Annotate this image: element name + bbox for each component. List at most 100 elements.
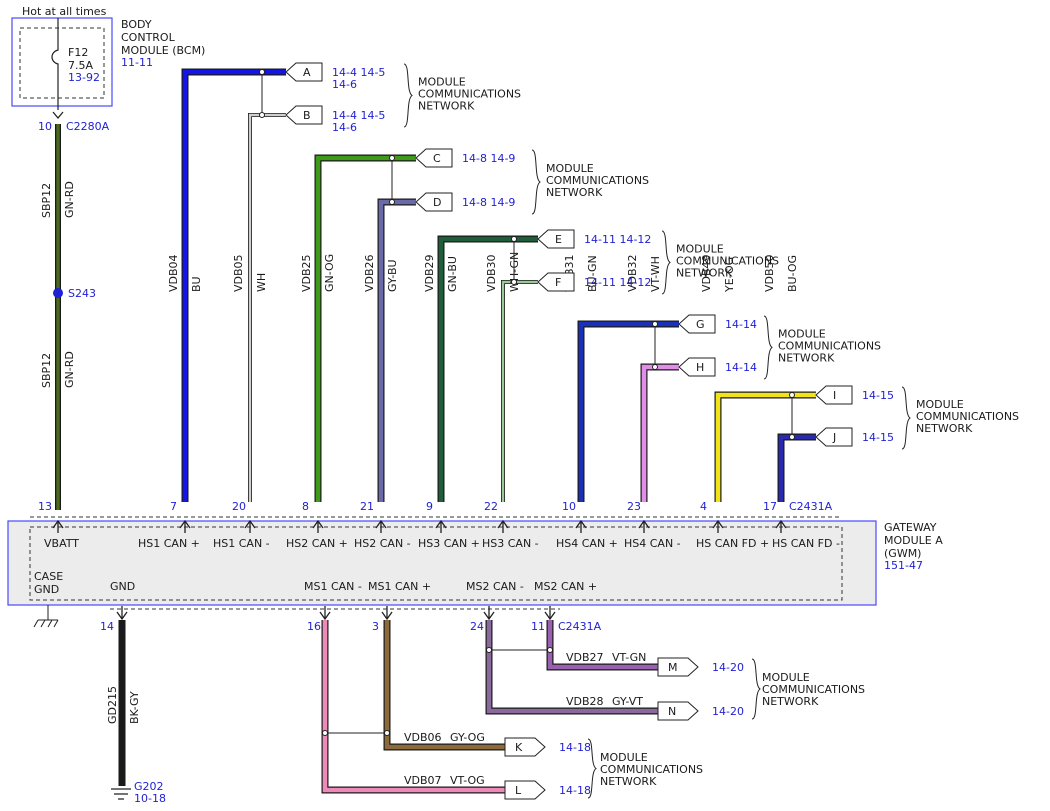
bottom-pin-label: MS2 CAN + [534, 580, 597, 593]
flag-ref[interactable]: 14-8 14-9 [462, 196, 515, 209]
flag-ref[interactable]: 14-14 [725, 361, 757, 374]
flag-c[interactable]: C [415, 148, 453, 168]
fuse-ref[interactable]: 13-92 [68, 71, 100, 84]
top-pin-number: 10 [562, 500, 576, 513]
network-label-top-3-line: NETWORK [778, 352, 835, 365]
wire-color-label: BU-GN [586, 255, 599, 292]
top-pin-arrow [375, 519, 387, 533]
gwm-frame [7, 520, 877, 606]
gwm-bottom-connector[interactable]: C2431A [558, 620, 602, 633]
bottom-pin-arrow [483, 606, 495, 621]
wire-vdb27 [547, 620, 658, 670]
gwm-title-1: GATEWAY [884, 521, 937, 534]
wire-color-label: GN-OG [323, 254, 336, 292]
twist-top-1-end [389, 155, 395, 161]
flag-ref[interactable]: 14-8 14-9 [462, 152, 515, 165]
wire-color-label: VT-WH [649, 256, 662, 292]
flag-ref[interactable]: 14-6 [332, 121, 357, 134]
flag-m[interactable]: M [657, 657, 699, 677]
flag-ref[interactable]: 14-20 [712, 705, 744, 718]
flag-ref[interactable]: 14-15 [862, 389, 894, 402]
gwm-top-connector[interactable]: C2431A [789, 500, 833, 513]
splice-name[interactable]: S243 [68, 287, 96, 300]
top-pin-label: HS3 CAN + [418, 537, 480, 550]
flag-h[interactable]: H [678, 357, 716, 377]
gateway-module: GATEWAY MODULE A (GWM) 151-47 C2431A C24… [7, 500, 943, 633]
flag-ref[interactable]: 14-6 [332, 78, 357, 91]
bcm-ref[interactable]: 11-11 [121, 56, 153, 69]
flag-e[interactable]: E [537, 229, 575, 249]
flag-g[interactable]: G [678, 314, 716, 334]
wire-color-label: VT-OG [450, 774, 485, 787]
flag-l[interactable]: L [504, 780, 546, 800]
flag-ref[interactable]: 14-18 [559, 784, 591, 797]
flag-f[interactable]: F [537, 272, 575, 292]
network-label-ms2-line: MODULE [762, 671, 810, 684]
network-label-top-3-line: MODULE [778, 328, 826, 341]
fuse-name: F12 [68, 46, 88, 59]
network-labels: MODULECOMMUNICATIONSNETWORKMODULECOMMUNI… [403, 63, 1019, 799]
flag-ref[interactable]: 14-11 14-12 [584, 233, 651, 246]
flag-i[interactable]: I [815, 385, 853, 405]
wire-circuit-label: VDB07 [404, 774, 442, 787]
top-pin-label: HS2 CAN + [286, 537, 348, 550]
brace-top-2 [661, 230, 671, 295]
wire-color-label: GN-BU [446, 256, 459, 292]
flag-a-letter: A [303, 66, 311, 79]
network-label-top-0-line: COMMUNICATIONS [418, 88, 521, 101]
wire-circuit-label: VDB25 [300, 254, 313, 292]
bcm-title-3: MODULE (BCM) [121, 44, 205, 57]
network-label-top-4-line: COMMUNICATIONS [916, 410, 1019, 423]
bottom-pin-number: 24 [470, 620, 484, 633]
flag-n[interactable]: N [657, 701, 699, 721]
wire-vdb32-outline [640, 363, 679, 502]
flag-d[interactable]: D [415, 192, 453, 212]
ground-name[interactable]: G202 [134, 780, 164, 793]
top-pin-label: HS3 CAN - [482, 537, 539, 550]
flag-l-letter: L [515, 784, 522, 797]
ground-ref[interactable]: 10-18 [134, 792, 166, 805]
top-pin-label: VBATT [44, 537, 79, 550]
fuse-f12-symbol [51, 18, 59, 110]
flag-g-letter: G [696, 318, 705, 331]
twist-top-0-end [259, 112, 265, 118]
top-pin-label: HS1 CAN - [213, 537, 270, 550]
flag-ref[interactable]: 14-4 14-5 [332, 109, 385, 122]
flag-j[interactable]: J [815, 427, 853, 447]
flag-a[interactable]: A [285, 62, 323, 82]
brace-ms1 [587, 738, 597, 799]
bottom-pin-number: 16 [307, 620, 321, 633]
top-pin-label: HS1 CAN + [138, 537, 200, 550]
flag-ref[interactable]: 14-18 [559, 741, 591, 754]
wire-circuit-label: VDB30 [485, 254, 498, 292]
flag-ref[interactable]: 14-15 [862, 431, 894, 444]
wire-vdb06 [384, 620, 505, 750]
network-label-ms1-line: NETWORK [600, 775, 657, 788]
twist-ms1-end [384, 730, 390, 736]
flag-ref[interactable]: 14-4 14-5 [332, 66, 385, 79]
wire-vdb50-outline [777, 433, 816, 502]
top-pin-arrow [52, 519, 64, 533]
flag-ref[interactable]: 14-11 14-12 [584, 276, 651, 289]
wire-vdb32 [641, 364, 679, 502]
gwm-ref[interactable]: 151-47 [884, 559, 923, 572]
sbp12-circuit-lower: SBP12 [40, 353, 53, 388]
twist-top-3-end [652, 321, 658, 327]
wire-circuit-label: VDB04 [167, 254, 180, 292]
network-label-ms2-line: NETWORK [762, 695, 819, 708]
wire-vdb30-outline [501, 280, 538, 502]
gwm-title-2: MODULE A [884, 534, 943, 547]
flag-ref[interactable]: 14-20 [712, 661, 744, 674]
gwm-title-3: (GWM) [884, 547, 921, 560]
network-label-ms2-line: COMMUNICATIONS [762, 683, 865, 696]
flag-ref[interactable]: 14-14 [725, 318, 757, 331]
bottom-pin-label: MS1 CAN - [304, 580, 362, 593]
network-label-ms1-line: COMMUNICATIONS [600, 763, 703, 776]
flag-c-letter: C [433, 152, 441, 165]
wire-vdb25 [315, 155, 416, 502]
flag-k[interactable]: K [504, 737, 546, 757]
bcm-connector[interactable]: C2280A [66, 120, 110, 133]
top-pin-label: HS2 CAN - [354, 537, 411, 550]
flag-b[interactable]: B [285, 105, 323, 125]
wire-color-label: WH [255, 273, 268, 292]
